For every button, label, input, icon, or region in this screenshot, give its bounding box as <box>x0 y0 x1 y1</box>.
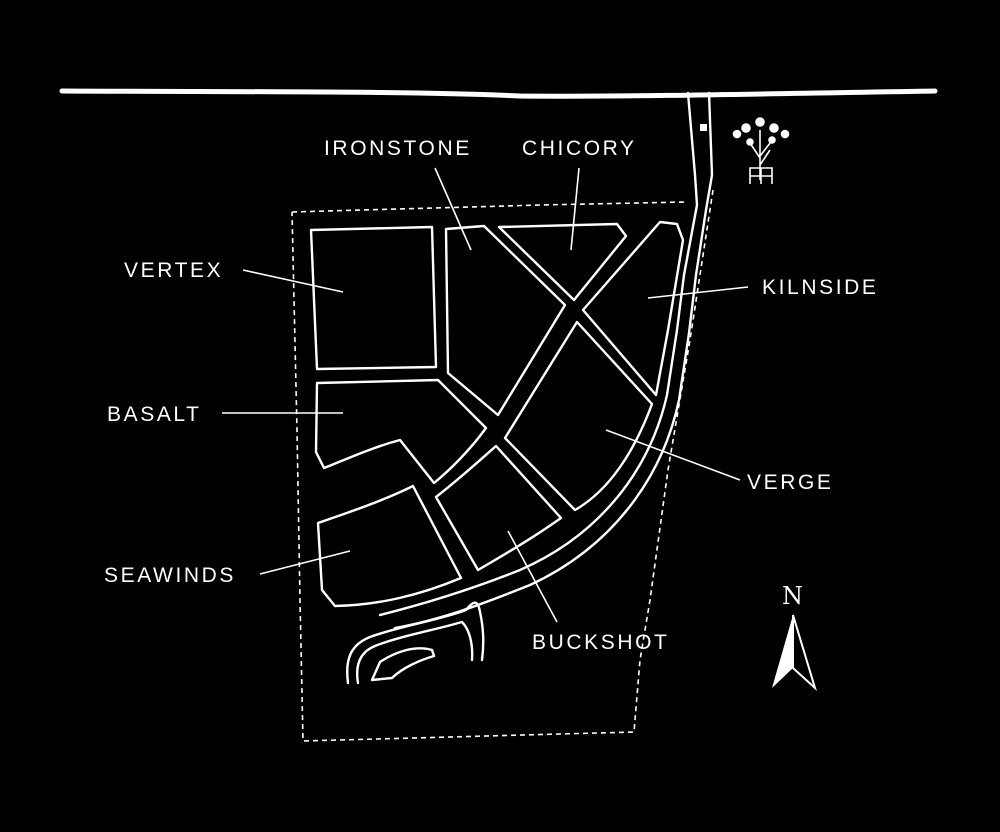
lot-buckshot <box>434 444 563 572</box>
leader-lines <box>222 167 749 623</box>
tree-with-gate-icon <box>732 117 790 184</box>
label-ironstone: IRONSTONE <box>324 137 472 160</box>
label-basalt: BASALT <box>107 403 202 426</box>
label-kilnside: KILNSIDE <box>762 276 879 299</box>
highway-road <box>59 88 938 99</box>
north-arrow-icon: N <box>772 582 817 692</box>
label-chicory: CHICORY <box>522 137 637 160</box>
leader-chicory <box>570 167 580 251</box>
lot-seawinds <box>316 484 463 608</box>
leader-buckshot <box>507 530 558 623</box>
leader-seawinds <box>259 550 351 575</box>
pavilion-building <box>370 647 436 682</box>
leader-kilnside <box>647 286 749 299</box>
label-verge: VERGE <box>747 471 834 494</box>
lot-verge <box>503 320 654 512</box>
lot-ironstone <box>444 224 567 417</box>
lot-basalt <box>314 378 488 485</box>
lot-vertex <box>309 225 438 371</box>
lot-blocks <box>309 220 685 608</box>
lot-kilnside <box>581 220 685 397</box>
label-buckshot: BUCKSHOT <box>532 631 669 654</box>
label-vertex: VERTEX <box>124 259 223 282</box>
leader-verge <box>605 429 741 481</box>
leader-vertex <box>242 269 344 293</box>
property-boundary <box>291 189 714 742</box>
leader-ironstone <box>434 167 472 251</box>
lot-chicory <box>497 222 628 302</box>
label-seawinds: SEAWINDS <box>104 564 236 587</box>
southern-loop-road <box>346 601 485 685</box>
gatehouse-marker <box>700 124 707 131</box>
lot-labels: IRONSTONE CHICORY VERTEX KILNSIDE BASALT… <box>104 137 879 654</box>
north-letter: N <box>782 582 803 610</box>
